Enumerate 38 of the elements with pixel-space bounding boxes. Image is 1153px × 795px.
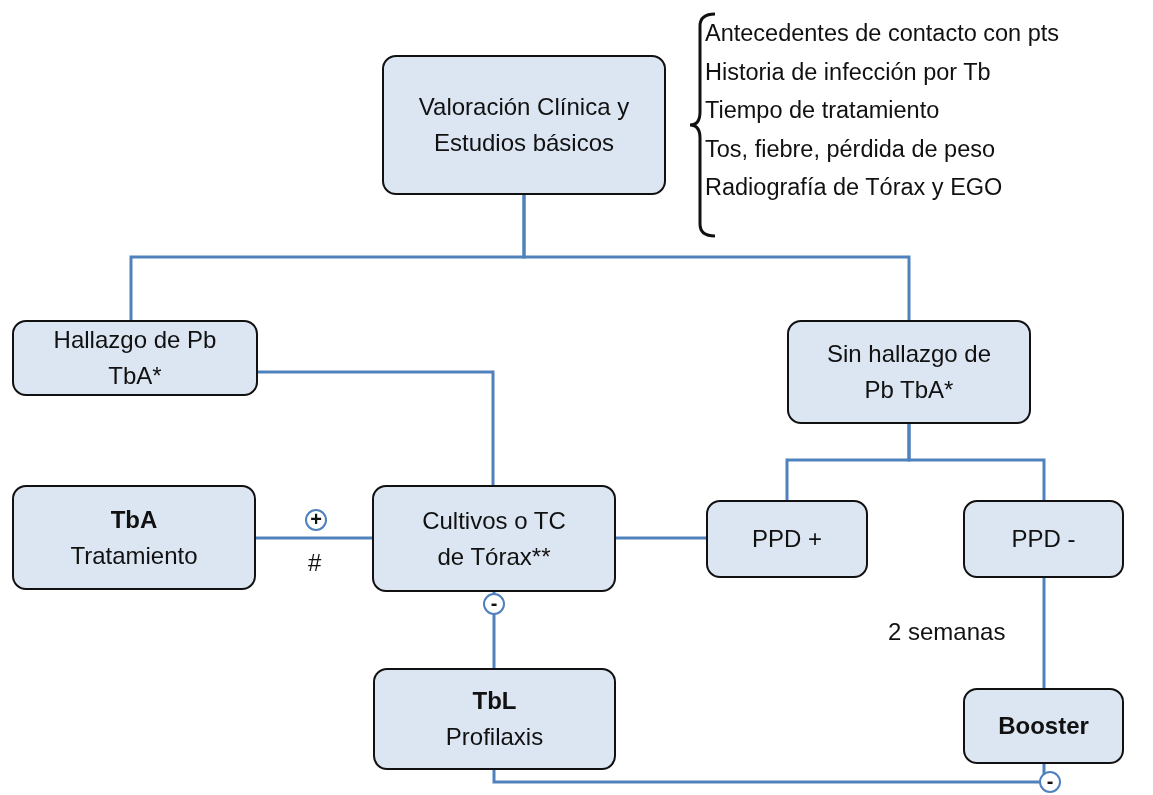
process-box — [372, 485, 616, 592]
box-text: TbA — [110, 504, 158, 535]
process-box — [12, 485, 256, 590]
connector-line — [522, 195, 911, 320]
process-box — [963, 500, 1124, 578]
process-box — [963, 688, 1124, 764]
box-text: Profilaxis — [445, 722, 544, 752]
box-text: Valoración Clínica y Estudios básicos — [417, 92, 631, 158]
note-text: Historia de infección por Tb — [705, 58, 991, 86]
process-box — [373, 668, 616, 770]
process-box — [787, 320, 1031, 424]
note-text: Tiempo de tratamiento — [705, 97, 940, 124]
box-text: PPD + — [752, 524, 822, 554]
note-text: Antecedentes de contacto con pts — [705, 20, 1060, 47]
box-text: PPD - — [1011, 524, 1076, 554]
connector-line — [1042, 578, 1046, 688]
sign-badge: - — [483, 593, 505, 615]
connector-line — [492, 592, 496, 668]
process-box — [382, 55, 666, 195]
note-text: Tos, fiebre, pérdida de peso — [705, 135, 996, 163]
connector-line — [907, 424, 1046, 500]
box-text: TbL — [472, 686, 517, 716]
sign-badge: + — [305, 509, 327, 531]
connector-line — [616, 536, 706, 540]
box-text: Tratamiento — [70, 540, 198, 571]
note-text: Radiografía de Tórax y EGO — [705, 174, 1003, 201]
connector-line — [492, 764, 1046, 784]
process-box — [706, 500, 868, 578]
box-text: Sin hallazgo de Pb TbA* — [825, 339, 993, 405]
box-text: Booster — [998, 711, 1089, 741]
sign-badge: - — [1039, 771, 1061, 793]
edge-label: 2 semanas — [888, 620, 1006, 644]
box-text: Cultivos o TC de Tórax** — [421, 505, 567, 572]
connector-line — [256, 536, 372, 540]
footnote-mark: # — [308, 551, 322, 575]
box-text: Hallazgo de Pb TbA* — [52, 325, 218, 391]
connector-line — [258, 370, 495, 485]
process-box — [12, 320, 258, 396]
